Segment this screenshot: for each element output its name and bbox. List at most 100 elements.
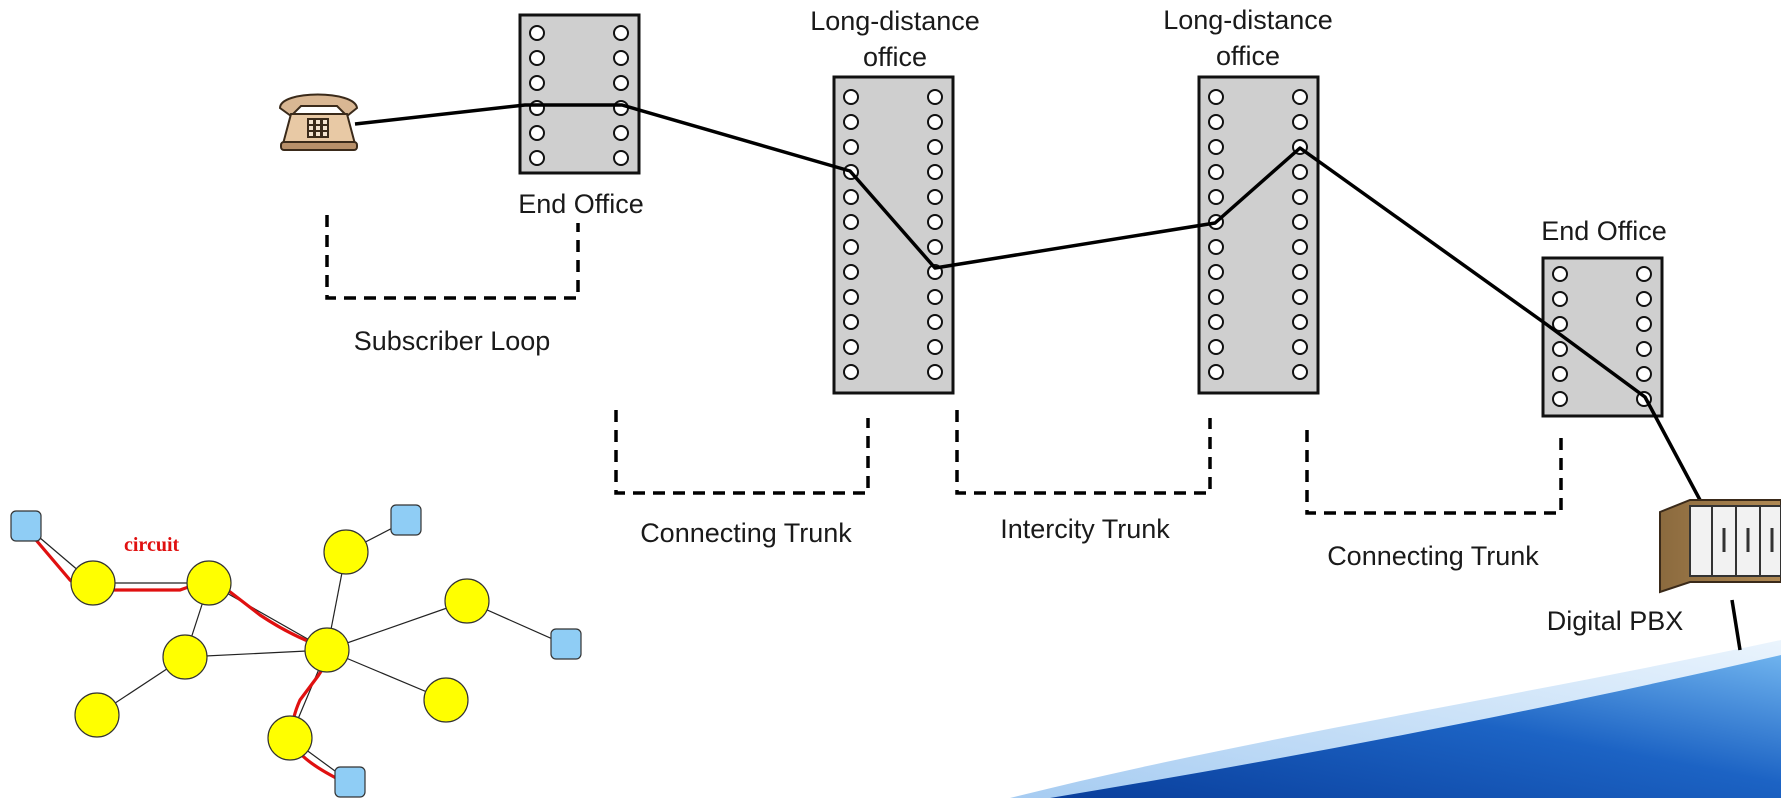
network-node [423,677,469,723]
switch-port [1292,214,1308,230]
switch-port [843,189,859,205]
switch-port [1208,364,1224,380]
switch-port [1292,89,1308,105]
connecting-trunk-1-bracket [614,410,870,495]
switch-port [529,75,545,91]
switch-port [613,50,629,66]
long-distance-office-1-switch [832,75,955,395]
switch-port [1552,291,1568,307]
switch-port [613,75,629,91]
network-node [186,560,232,606]
switch-port [1208,164,1224,180]
switch-port [843,139,859,155]
switch-port [843,89,859,105]
switch-port [613,25,629,41]
switch-port [1552,266,1568,282]
switch-port [843,364,859,380]
pbx-drop-line [1730,599,1742,651]
switch-port [529,125,545,141]
intercity-trunk-bracket [955,410,1212,495]
switch-port [1552,341,1568,357]
switch-port [843,264,859,280]
switch-port [1292,264,1308,280]
subscriber-loop-label: Subscriber Loop [354,326,551,356]
switch-port [1636,366,1652,382]
switch-port [843,239,859,255]
long-distance-1-label-line1: Long-distance [810,6,980,36]
pbx-cabinet-icon [1659,499,1781,594]
switch-port [1292,314,1308,330]
switch-port [1208,239,1224,255]
end-office-1-label: End Office [518,189,644,219]
switch-port [927,289,943,305]
switch-port [1636,341,1652,357]
switch-port [529,100,545,116]
switch-port [1636,266,1652,282]
switch-port [843,339,859,355]
switch-port [1292,339,1308,355]
intercity-trunk-label: Intercity Trunk [1000,514,1170,544]
switch-port [1636,316,1652,332]
switch-port [843,289,859,305]
connecting-trunk-2-label: Connecting Trunk [1327,541,1539,571]
segment-brackets [325,215,1563,515]
decorative-swoosh [1010,640,1781,798]
switch-port [927,314,943,330]
switch-port [843,314,859,330]
switch-port [613,100,629,116]
end-office-1-switch [518,13,641,175]
switch-port [927,339,943,355]
switch-port [1552,316,1568,332]
network-node [304,627,350,673]
network-host [10,510,42,542]
switch-port [927,364,943,380]
switch-port [927,214,943,230]
switch-port [1208,189,1224,205]
switch-port [1208,114,1224,130]
long-distance-2-label-line2: office [1216,41,1280,71]
end-office-1-box [518,13,641,175]
switch-port [927,164,943,180]
switch-port [1292,164,1308,180]
switch-port [1292,189,1308,205]
switch-port [529,25,545,41]
switch-port [927,89,943,105]
switch-port [1208,264,1224,280]
long-distance-2-label-line1: Long-distance [1163,5,1333,35]
switch-port [927,139,943,155]
long-distance-office-2-switch [1197,75,1320,395]
long-distance-1-label-line2: office [863,42,927,72]
network-node [444,578,490,624]
switch-port [613,150,629,166]
network-node [74,692,120,738]
switch-port [1292,239,1308,255]
switch-port [1292,114,1308,130]
switch-port [843,114,859,130]
switch-port [1208,89,1224,105]
switch-port [1292,364,1308,380]
call-route-line [354,103,1702,501]
network-inset: circuit [10,504,582,798]
switch-port [1552,391,1568,407]
network-node [323,529,369,575]
switch-port [927,189,943,205]
offices-layer [518,13,1664,418]
network-node [70,560,116,606]
switch-port [529,150,545,166]
connecting-trunk-1-label: Connecting Trunk [640,518,852,548]
switch-port [1208,339,1224,355]
switch-port [1208,139,1224,155]
switch-port [529,50,545,66]
network-host [390,504,422,536]
network-node [267,715,313,761]
end-office-2-label: End Office [1541,216,1667,246]
circuit-label: circuit [124,534,180,556]
digital-pbx-label: Digital PBX [1547,606,1684,636]
switch-port [927,239,943,255]
switch-port [1208,314,1224,330]
switch-port [1208,289,1224,305]
switch-port [613,125,629,141]
connecting-trunk-2-bracket [1305,430,1563,515]
network-node [162,634,208,680]
